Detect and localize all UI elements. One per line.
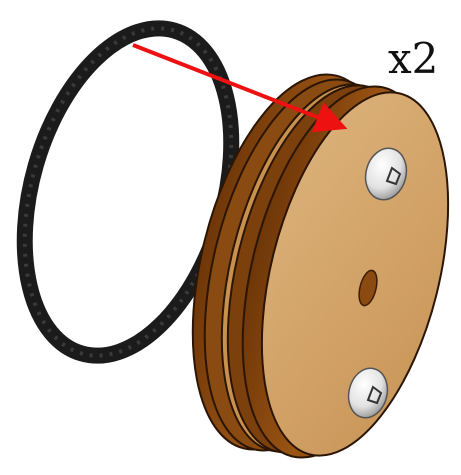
pulley-wheel — [158, 54, 461, 475]
quantity-label: x2 — [388, 34, 438, 83]
